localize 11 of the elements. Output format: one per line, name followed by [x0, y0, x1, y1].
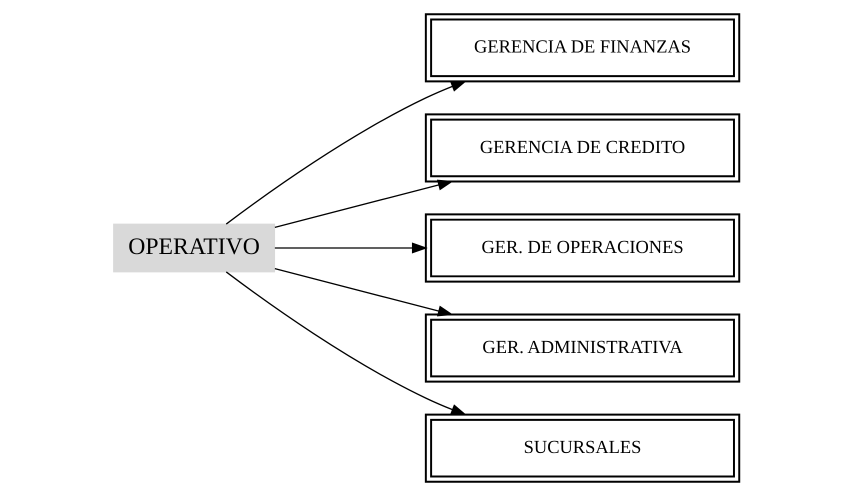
node-box: GER. DE OPERACIONES [424, 212, 740, 282]
arrow [274, 267, 454, 316]
node-box: GERENCIA DE FINANZAS [424, 12, 740, 82]
node-box: GER. ADMINISTRATIVA [424, 313, 740, 382]
arrow [274, 179, 454, 228]
node-box: SUCURSALES [424, 413, 740, 482]
node-box: GERENCIA DE CREDITO [424, 112, 740, 182]
arrow [226, 80, 467, 224]
arrow [226, 270, 467, 415]
arrow [274, 242, 428, 254]
node-box: OPERATIVO [113, 223, 276, 272]
